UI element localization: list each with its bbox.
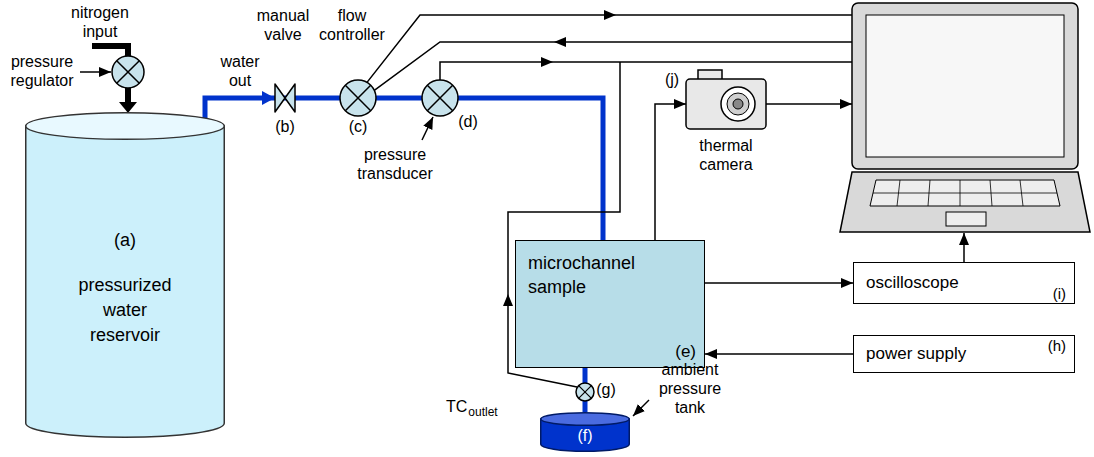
wire-arrow — [541, 57, 553, 67]
leader-arrow — [422, 117, 433, 140]
transducer-cross — [427, 85, 452, 110]
leader-arrow — [80, 71, 111, 73]
camera-lens — [727, 93, 749, 115]
nitrogen-pipe — [125, 88, 131, 103]
callout-number: (a) — [114, 230, 136, 251]
callout-number: (b) — [270, 117, 300, 136]
power-wire — [705, 353, 853, 355]
leader-arrow — [633, 400, 649, 416]
valve-symbol — [275, 84, 295, 112]
regulator-cross — [117, 61, 140, 84]
wire-arrow — [604, 10, 616, 20]
part-label: flow controller — [312, 6, 392, 44]
callout-number: (e) — [675, 342, 696, 362]
thermocouple-symbol — [576, 383, 594, 401]
water-pipe — [205, 98, 603, 240]
part-label: ambient pressure tank — [652, 360, 728, 417]
nitrogen-arrow — [119, 102, 137, 113]
sensor-label: TC — [446, 397, 467, 416]
cylinder-body — [26, 126, 225, 437]
tank-cylinder: (f) — [540, 412, 630, 452]
callout-number: (g) — [596, 380, 616, 399]
camera-lens — [721, 87, 755, 121]
regulator-symbol — [112, 56, 144, 88]
instrument-name: power supply — [866, 344, 966, 364]
part-label: thermal camera — [684, 136, 768, 174]
flow-arrow — [262, 91, 275, 105]
laptop-touchpad — [946, 212, 986, 226]
controller-cross — [345, 85, 370, 110]
camera-lens — [733, 99, 743, 109]
sensor-subscript: outlet — [468, 405, 497, 419]
callout-number: (h) — [1048, 337, 1066, 354]
instrument-box: oscilloscope (i) — [853, 262, 1075, 304]
pipe-label: water out — [212, 52, 268, 90]
flow-controller-symbol — [340, 80, 376, 116]
reservoir-name: pressurized water reservoir — [69, 273, 181, 348]
callout-number: (c) — [343, 117, 373, 136]
part-label: manual valve — [250, 6, 316, 44]
nitrogen-pipe — [92, 46, 128, 57]
part-label: pressure regulator — [3, 52, 81, 90]
transducer-symbol — [422, 80, 458, 116]
instrument-name: oscilloscope — [866, 273, 959, 293]
keyboard-keys — [873, 180, 1057, 206]
cylinder-top — [541, 413, 630, 426]
wire-arrow — [554, 37, 566, 47]
signal-wire — [705, 282, 853, 284]
camera-view-line — [655, 104, 686, 240]
laptop-bezel — [852, 3, 1078, 169]
callout-number: (i) — [1053, 285, 1066, 302]
callout-number: (j) — [660, 70, 684, 89]
camera-wire — [766, 103, 852, 105]
thermocouple-cross — [579, 386, 592, 399]
sample-name: microchannel sample — [528, 251, 663, 299]
laptop-keyboard — [870, 180, 1060, 206]
sample-box: microchannel sample (e) — [515, 240, 705, 368]
callout-number: (d) — [453, 112, 483, 131]
wire-arrow — [503, 294, 513, 306]
camera-body — [686, 79, 766, 129]
cylinder-top — [26, 113, 225, 140]
signal-wire — [367, 15, 852, 82]
signal-wire — [440, 62, 852, 80]
scope-wire — [963, 233, 965, 262]
instrument-box: power supply (h) — [853, 335, 1075, 373]
reservoir-cylinder: (a) pressurized water reservoir — [25, 112, 225, 438]
input-label: nitrogen input — [62, 3, 138, 41]
callout-number: (f) — [577, 427, 592, 445]
laptop-base — [840, 172, 1090, 232]
part-label: pressure transducer — [349, 145, 441, 183]
laptop-screen — [866, 15, 1064, 157]
